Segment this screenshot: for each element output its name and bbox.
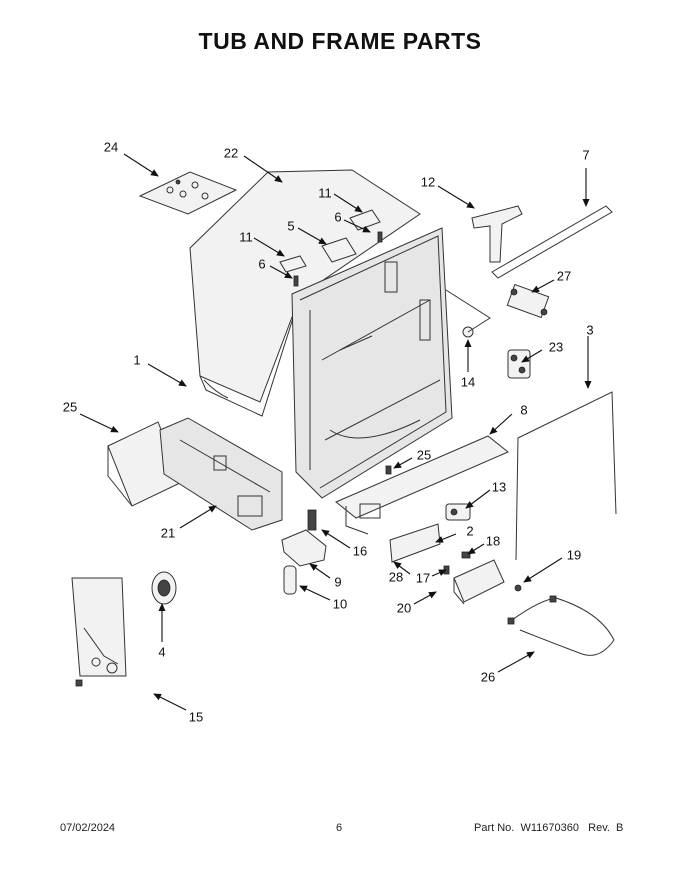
callout-20: 20 <box>396 600 412 616</box>
callout-12: 12 <box>420 174 436 190</box>
callout-15: 15 <box>188 709 204 725</box>
part-3-gasket <box>515 391 617 561</box>
part-10-hose <box>283 565 297 595</box>
footer-part-number: Part No. W11670360 Rev. B <box>474 822 624 834</box>
part-19-screw <box>514 584 522 592</box>
page-title: TUB AND FRAME PARTS <box>198 28 482 54</box>
callout-9: 9 <box>334 574 342 590</box>
part-9-float-shield <box>281 529 327 567</box>
part-15-pump-assembly <box>71 577 127 687</box>
part-14-bumper <box>445 289 491 338</box>
part-20-control-box <box>453 559 505 605</box>
callout-7: 7 <box>582 147 590 163</box>
callout-19: 19 <box>566 547 582 563</box>
callout-6-upper: 6 <box>334 209 342 225</box>
callout-28: 28 <box>388 569 404 585</box>
callout-6-lower: 6 <box>258 256 266 272</box>
callout-leaders <box>79 153 592 711</box>
callout-18: 18 <box>485 533 501 549</box>
part-4-pulley <box>151 571 177 605</box>
part-25-screw <box>385 465 392 475</box>
part-13-inlet-valve <box>445 503 471 521</box>
callout-1: 1 <box>133 352 141 368</box>
footer-date: 07/02/2024 <box>60 822 116 834</box>
callout-21: 21 <box>160 525 176 541</box>
part-11-bracket-lower <box>279 255 307 273</box>
part-2-bracket <box>389 523 441 563</box>
part-12-hinge-bracket <box>471 205 523 263</box>
part-26-wire-harness <box>507 595 615 656</box>
part-27-door-latch <box>506 283 550 319</box>
part-1-tub <box>291 227 453 499</box>
callout-25-right: 25 <box>416 447 432 463</box>
callout-11-upper: 11 <box>318 185 332 201</box>
footer-page-number: 6 <box>336 822 343 834</box>
part-16-float <box>307 509 317 531</box>
part-21-base <box>159 417 283 531</box>
callout-23: 23 <box>548 339 564 355</box>
callout-4: 4 <box>158 644 166 660</box>
part-18-clip <box>461 551 471 559</box>
callout-22: 22 <box>223 145 239 161</box>
callout-27: 27 <box>556 268 572 284</box>
callout-26: 26 <box>480 669 496 685</box>
callout-2: 2 <box>466 523 474 539</box>
callout-3: 3 <box>586 322 594 338</box>
callout-13: 13 <box>491 479 507 495</box>
callout-16: 16 <box>352 543 368 559</box>
part-11-bracket-upper <box>349 209 381 231</box>
callout-10: 10 <box>332 596 348 612</box>
callout-17: 17 <box>415 570 431 586</box>
callout-8: 8 <box>520 402 528 418</box>
part-8-base-rail <box>335 435 509 535</box>
part-6-screw-lower <box>293 275 299 287</box>
callout-5: 5 <box>287 218 295 234</box>
callout-14: 14 <box>460 374 476 390</box>
part-5-bracket <box>321 237 357 263</box>
part-6-screw-upper <box>377 231 383 243</box>
part-24-label-kit <box>138 171 238 215</box>
part-7-side-gasket <box>491 205 613 279</box>
callout-11-lower: 11 <box>239 229 253 245</box>
callout-25-left: 25 <box>62 399 78 415</box>
part-23-vent <box>507 349 531 379</box>
callout-24: 24 <box>103 139 119 155</box>
